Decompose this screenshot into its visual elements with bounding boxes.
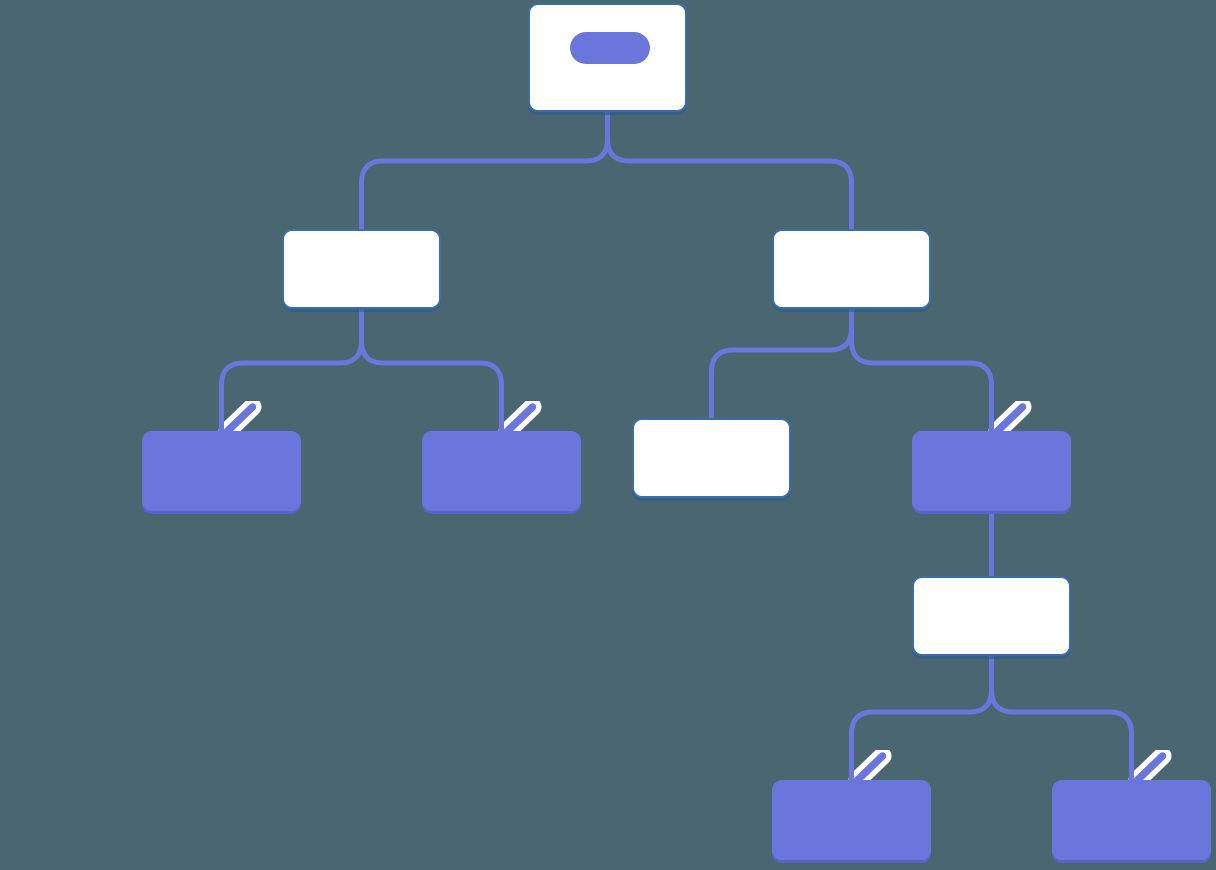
- tree-node-n1[interactable]: [282, 229, 441, 309]
- node-badge-pill: [569, 31, 650, 64]
- edge-n2-to-n5: [709, 309, 854, 418]
- edge-n1-to-n3: [222, 309, 364, 431]
- tree-node-n2[interactable]: [772, 229, 931, 309]
- tree-node-n8[interactable]: [772, 780, 931, 860]
- tree-node-n9[interactable]: [1052, 780, 1211, 860]
- tree-node-n7[interactable]: [912, 576, 1071, 656]
- edge-n1-to-n4: [359, 309, 502, 431]
- edge-n7-to-n9: [989, 656, 1132, 780]
- tree-node-n0[interactable]: [528, 3, 687, 112]
- tree-node-n6[interactable]: [912, 431, 1071, 511]
- edge-n2-to-n6: [849, 309, 992, 431]
- edge-n7-to-n8: [852, 656, 994, 780]
- tree-node-n3[interactable]: [142, 431, 301, 511]
- tree-node-n5[interactable]: [632, 418, 791, 498]
- tree-node-n4[interactable]: [422, 431, 581, 511]
- edge-n0-to-n1: [359, 112, 610, 229]
- edge-n0-to-n2: [605, 112, 854, 229]
